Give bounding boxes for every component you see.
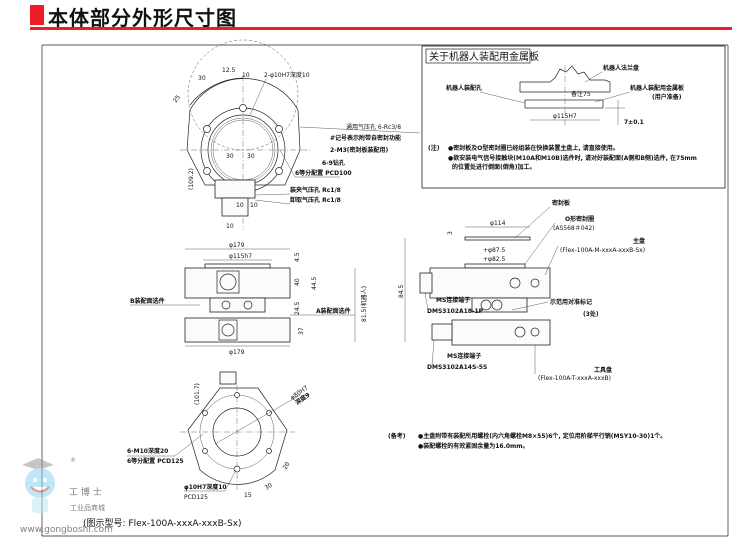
- dim-84-5: 84.5: [398, 284, 405, 298]
- right-view: 密封板 φ114 O形密封圈 (AS568＃042) 主盘 (Flex-100A…: [398, 199, 645, 382]
- label-self-seal: #记号表示附带自密封功能: [330, 134, 401, 142]
- label-pin-hole: 2-φ10H7深度10: [264, 71, 310, 79]
- label-flange: 机器人法兰盘: [603, 64, 639, 72]
- dim-d87-5: +φ87.5: [483, 247, 506, 254]
- dim-20: 20: [282, 461, 292, 471]
- dim-30c: 30: [247, 153, 255, 160]
- label-d115: φ115H7: [553, 113, 577, 120]
- dim-101-7: (101.7): [194, 383, 201, 405]
- label-seal-plate: 密封板: [552, 199, 571, 207]
- watermark-logo: 工 博 士 工业品商城 ® www.gongboshi.com: [20, 457, 113, 535]
- robot-flange: [519, 65, 611, 93]
- label-drill: 6-9钻孔: [322, 159, 345, 167]
- label-ms1: MS连接端子: [436, 296, 470, 304]
- mount-plate: [524, 99, 604, 109]
- dim-30: 30: [264, 482, 274, 492]
- label-user-prep: (用户准备): [652, 93, 682, 101]
- dim-30: 30: [198, 75, 206, 82]
- label-mount-hole: 机器人装配孔: [446, 84, 482, 92]
- label-tool: 工具盘: [594, 366, 612, 374]
- dim-d114: φ114: [490, 220, 506, 227]
- label-pcd125b: PCD125: [184, 494, 208, 501]
- title-rule: [30, 27, 732, 30]
- dim-10c: 10: [250, 202, 258, 209]
- label-tool-model: (Flex-100A-T-xxxA-xxxB): [538, 375, 611, 382]
- inset-box: 关于机器人装配用金属板 机器人法兰盘 机器人装配孔 机器人装配用金属板 (用户准…: [421, 45, 726, 189]
- bottom-view: (101.7) φ80H7 深度9 6-M10深度20 6等分配置 PCD125…: [127, 371, 311, 501]
- label-ms1-part: DMS3102A18-1P: [427, 308, 484, 315]
- remarks-line-1: ●主盘附带有装配所用螺栓(内六角螺栓M8×55)6个, 定位用阶梯平行销(MSY…: [418, 432, 666, 440]
- label-master: 主盘: [633, 237, 645, 245]
- label-75: 备注75: [571, 90, 591, 98]
- dim-d82-5: +φ82.5: [483, 256, 506, 263]
- dim-15: 15: [244, 492, 252, 499]
- drawing-frame: [41, 44, 729, 537]
- label-a-option: A装配面选件: [316, 307, 351, 315]
- watermark-brand: 工 博 士: [69, 486, 102, 498]
- label-align-count: (3处): [583, 310, 599, 318]
- top-view: 12.5 10 30 25 2-φ10H7深度10 通用气压孔 6-Rc3/8 …: [172, 39, 421, 230]
- title-marker: [30, 5, 44, 25]
- dim-37: 37: [298, 327, 305, 335]
- dim-4-5: 4.5: [294, 252, 301, 262]
- title-text: 本体部分外形尺寸图: [48, 6, 237, 30]
- label-ms2-part: DMS3102A14S-5S: [427, 364, 487, 371]
- watermark-sub: 工业品商城: [70, 503, 105, 512]
- remarks-label: (备考): [388, 432, 406, 440]
- dim-81-5: 81.5(机器人): [360, 286, 368, 322]
- note-label: (注): [428, 144, 440, 152]
- label-clamp-port: 装夹气压孔 Rc1/8: [289, 186, 341, 194]
- note-1: ●密封板及O型密封圈已经组装在快换装置主盘上, 请直接使用。: [448, 144, 619, 152]
- label-b-option: B装配面选件: [130, 297, 165, 305]
- dim-d179-bottom: φ179: [229, 349, 245, 356]
- label-m3: 2-M3(密封板装配用): [330, 146, 389, 154]
- note-2: ●欲安装电气信号接触块(M10A和M10B)选件时, 请对好装配面(A侧和B侧)…: [448, 154, 697, 162]
- remarks: (备考) ●主盘附带有装配所用螺栓(内六角螺栓M8×55)6个, 定位用阶梯平行…: [388, 432, 666, 450]
- dim-40: 40: [294, 278, 301, 286]
- figure-caption: (图示型号: Flex-100A-xxxA-xxxB-Sx): [83, 518, 242, 529]
- note-3: 的位置处进行倒面(倒角)加工。: [452, 163, 536, 171]
- label-air-port: 通用气压孔 6-Rc3/8: [346, 123, 401, 131]
- dim-d179-top: φ179: [229, 242, 245, 249]
- label-o-ring: O形密封圈: [565, 215, 594, 223]
- dim-24-5: 24.5: [294, 301, 301, 315]
- watermark-url: www.gongboshi.com: [20, 525, 113, 535]
- label-plate: 机器人装配用金属板: [630, 84, 685, 92]
- label-pin: φ10H7深度10: [184, 483, 227, 491]
- label-align: 示范用对准标记: [550, 298, 592, 306]
- label-pcd125a: 6等分配置 PCD125: [127, 457, 184, 465]
- label-o-ring-spec: (AS568＃042): [553, 225, 595, 232]
- watermark-reg: ®: [70, 457, 76, 464]
- side-view: φ179 φ115h7 4.5 44.5 40 24.5 37 81.5(机器人…: [130, 242, 368, 356]
- label-release-port: 卸取气压孔 Rc1/8: [290, 196, 341, 204]
- label-m10: 6-M10深度20: [127, 447, 168, 455]
- label-pcd100: 6等分配置 PCD100: [295, 169, 352, 177]
- dim-10a: 10: [242, 72, 250, 79]
- dim-25: 25: [172, 94, 182, 104]
- remarks-line-2: ●装配螺栓的有效紧固余量为16.0mm。: [418, 442, 529, 450]
- dim-10b: 10: [236, 202, 244, 209]
- label-master-model: (Flex-100A-M-xxxA-xxxB-Sx): [560, 247, 645, 254]
- dim-3: 3: [447, 231, 454, 235]
- label-thickness: 7±0.1: [624, 119, 644, 126]
- inset-title: 关于机器人装配用金属板: [429, 50, 539, 63]
- dim-d115: φ115h7: [229, 253, 252, 260]
- dim-44-5: 44.5: [311, 276, 318, 290]
- label-ms2: MS连接端子: [447, 352, 481, 360]
- dim-12-5: 12.5: [222, 67, 236, 74]
- dim-10d: 10: [226, 223, 234, 230]
- dim-30b: 30: [226, 153, 234, 160]
- dim-109: (109.2): [188, 168, 195, 190]
